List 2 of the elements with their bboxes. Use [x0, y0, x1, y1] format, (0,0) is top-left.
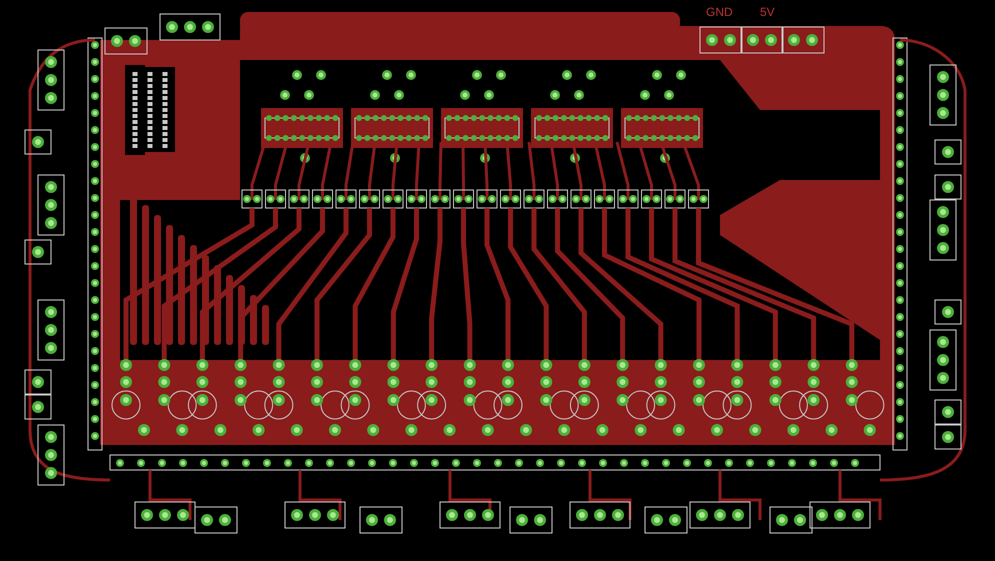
silkscreen-label: 5V [760, 6, 775, 18]
silkscreen-label: GND [706, 6, 733, 18]
